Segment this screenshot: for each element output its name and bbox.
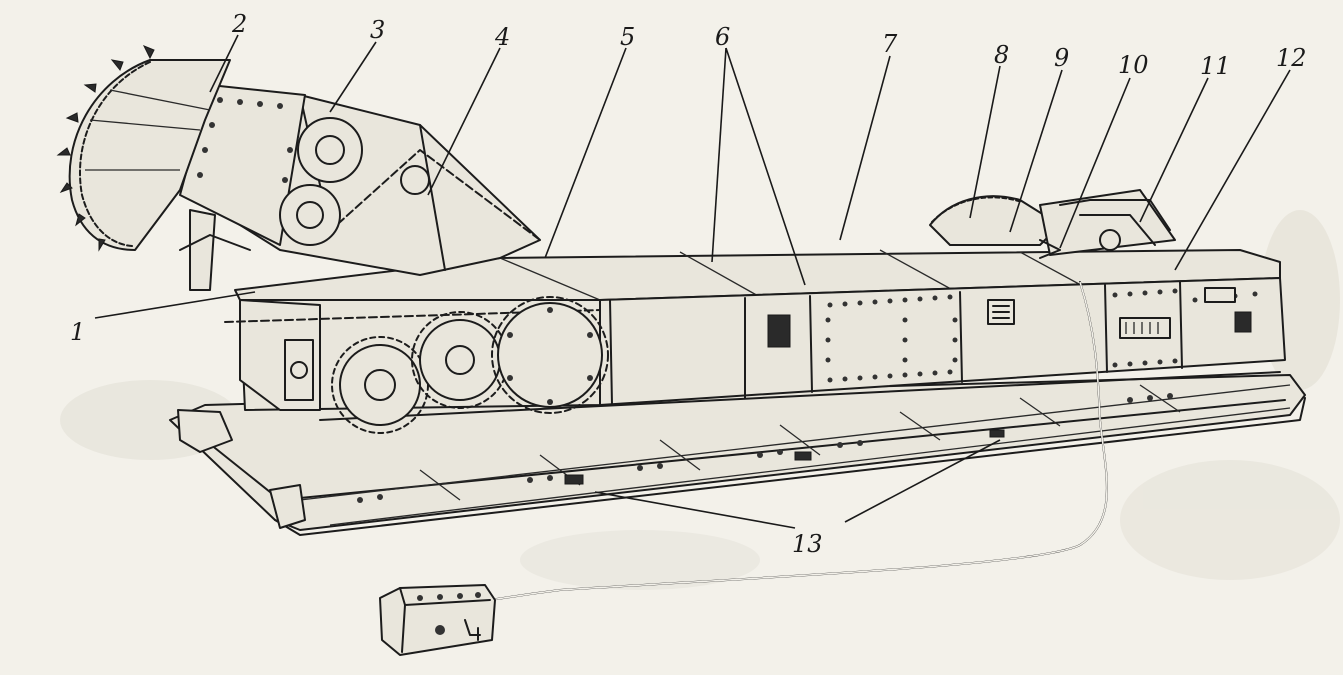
cutter-disc	[56, 45, 231, 252]
callout-7: 7	[882, 30, 898, 58]
callout-6: 6	[715, 23, 730, 51]
callout-9: 9	[1054, 44, 1069, 72]
callout-13: 13	[792, 530, 823, 558]
cutter-arm	[179, 84, 541, 291]
callout-2: 2	[231, 10, 247, 38]
callout-3: 3	[370, 16, 385, 44]
callout-4: 4	[494, 23, 510, 51]
callout-12: 12	[1276, 44, 1307, 72]
callout-5: 5	[620, 23, 635, 51]
cable-and-control-box	[379, 281, 1108, 656]
drive-gears	[224, 296, 609, 434]
rear-cutter	[929, 189, 1176, 259]
machine-body	[234, 249, 1286, 421]
callout-10: 10	[1118, 51, 1149, 79]
callout-1: 1	[70, 318, 85, 346]
callout-8: 8	[994, 41, 1009, 69]
callout-labels: 1 2 3 4 5 6 7 8 9 10 11 12 13	[70, 10, 1307, 558]
callout-11: 11	[1200, 52, 1231, 80]
leader-lines	[94, 34, 1291, 529]
